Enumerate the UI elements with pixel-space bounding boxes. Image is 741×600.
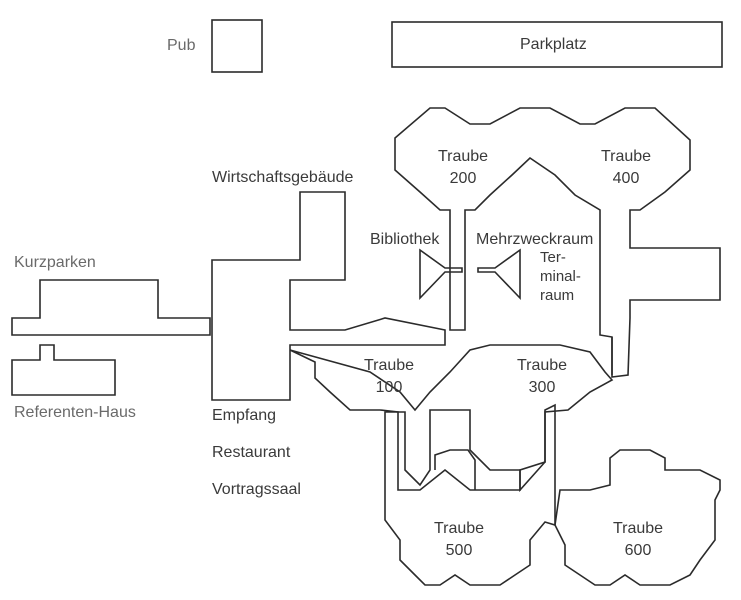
mehrzweckraum-label: Mehrzweckraum	[476, 231, 594, 248]
pub-building	[211, 19, 263, 73]
bibliothek-label: Bibliothek	[370, 231, 440, 248]
traube-100-label: Traube 100	[354, 355, 424, 399]
traube-600-name: Traube	[612, 520, 664, 537]
traube-500-number: 500	[445, 542, 473, 559]
parkplatz-label: Parkplatz	[520, 36, 587, 53]
traube-600-number: 600	[624, 542, 652, 559]
traube-300-label: Traube 300	[507, 355, 577, 399]
restaurant-label: Restaurant	[212, 444, 291, 461]
terminalraum-line-3: raum	[540, 287, 575, 304]
traube-400-label: Traube 400	[591, 146, 661, 190]
parkplatz-area	[391, 21, 723, 68]
inner-loop-a	[434, 449, 476, 490]
traube-200-label: Traube 200	[428, 146, 498, 190]
referenten-haus-label: Referenten-Haus	[14, 404, 136, 421]
pub-label: Pub	[167, 37, 196, 54]
mehrzweckraum-room	[477, 248, 521, 300]
traube-500-name: Traube	[433, 520, 485, 537]
bibliothek-room	[419, 248, 463, 300]
wirtschaftsgebaeude-building	[211, 191, 446, 401]
traube-100-number: 100	[375, 379, 403, 396]
traube-300-name: Traube	[516, 357, 568, 374]
empfang-label: Empfang	[212, 407, 277, 424]
vortragssaal-label: Vortragssaal	[212, 481, 301, 498]
terminalraum-line-2: minal-	[540, 268, 581, 285]
traube-200-name: Traube	[437, 148, 489, 165]
traube-200-400-ring	[394, 107, 721, 378]
traube-300-number: 300	[528, 379, 556, 396]
kurzparken-building	[11, 279, 211, 336]
kurzparken-label: Kurzparken	[14, 254, 96, 271]
terminalraum-label: Ter- minal- raum	[540, 248, 581, 305]
traube-100-name: Traube	[363, 357, 415, 374]
terminalraum-line-1: Ter-	[540, 249, 566, 266]
wirtschaftsgebaeude-label: Wirtschaftsgebäude	[212, 169, 354, 186]
traube-500-label: Traube 500	[424, 518, 494, 562]
traube-600-cluster	[554, 449, 721, 586]
referenten-haus	[11, 344, 116, 396]
traube-400-number: 400	[612, 170, 640, 187]
traube-400-name: Traube	[600, 148, 652, 165]
traube-200-number: 200	[449, 170, 477, 187]
traube-600-label: Traube 600	[603, 518, 673, 562]
